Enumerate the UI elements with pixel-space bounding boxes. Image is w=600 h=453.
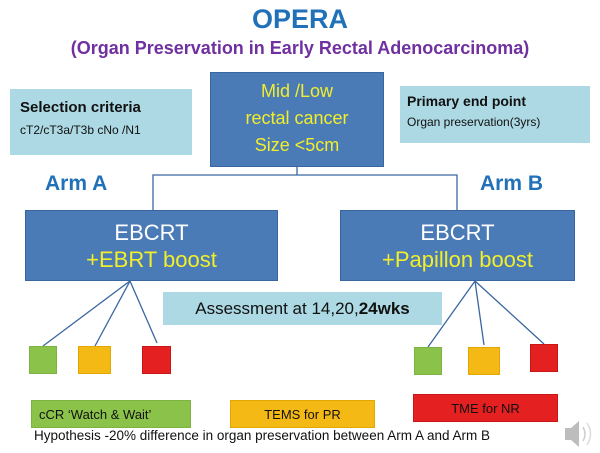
connector-b-red bbox=[474, 280, 545, 345]
arm-a-red-square bbox=[142, 346, 171, 374]
population-line: Mid /Low bbox=[260, 81, 334, 101]
arm-b-orange-square bbox=[468, 347, 500, 375]
arm-b-label: Arm B bbox=[480, 172, 544, 195]
connector-a-red bbox=[129, 280, 158, 344]
outcome-red-label: TME for NR bbox=[413, 394, 558, 422]
arm-b-green-square bbox=[414, 347, 442, 375]
speaker-icon[interactable] bbox=[565, 421, 592, 447]
arm-a-orange-square bbox=[78, 346, 111, 374]
selection-heading: Selection criteria bbox=[20, 99, 141, 116]
arm-a-line2: +EBRT boost bbox=[86, 247, 217, 272]
arm-b-red-square bbox=[530, 344, 558, 372]
population-line: rectal cancer bbox=[245, 108, 349, 128]
connector-arms bbox=[152, 174, 458, 210]
connector-b-orange bbox=[474, 280, 485, 346]
assessment-prefix: Assessment at 14,20, bbox=[195, 299, 359, 318]
population-box: Mid /Low rectal cancer Size <5cm bbox=[210, 72, 384, 167]
population-line: Size <5cm bbox=[254, 135, 340, 155]
subtitle: (Organ Preservation in Early Rectal Aden… bbox=[70, 38, 530, 58]
arm-b-box: EBCRT +Papillon boost bbox=[340, 210, 575, 281]
title: OPERA bbox=[251, 4, 349, 34]
arm-a-line1: EBCRT bbox=[114, 220, 189, 245]
arm-b-line2: +Papillon boost bbox=[381, 247, 534, 272]
connector-b-green bbox=[427, 280, 476, 348]
arm-b-line1: EBCRT bbox=[420, 220, 495, 245]
arm-a-label: Arm A bbox=[45, 172, 108, 195]
primary-text: Organ preservation(3yrs) bbox=[407, 115, 541, 129]
selection-criteria-box: Selection criteria cT2/cT3a/T3b cNo /N1 bbox=[10, 89, 192, 155]
hypothesis-text: Hypothesis -20% difference in organ pres… bbox=[34, 428, 491, 443]
selection-text: cT2/cT3a/T3b cNo /N1 bbox=[20, 123, 141, 137]
connector-a-green bbox=[42, 280, 131, 347]
assessment-box: Assessment at 14,20,24wks bbox=[163, 292, 442, 325]
primary-endpoint-box: Primary end point Organ preservation(3yr… bbox=[400, 86, 590, 143]
outcome-green-label: cCR ‘Watch & Wait’ bbox=[31, 400, 191, 428]
connector-a-orange bbox=[94, 280, 131, 347]
arm-a-box: EBCRT +EBRT boost bbox=[25, 210, 278, 281]
primary-heading: Primary end point bbox=[407, 93, 527, 109]
arm-a-green-square bbox=[29, 346, 57, 374]
outcome-orange-label: TEMS for PR bbox=[230, 400, 375, 428]
assessment-bold: 24wks bbox=[358, 299, 410, 318]
